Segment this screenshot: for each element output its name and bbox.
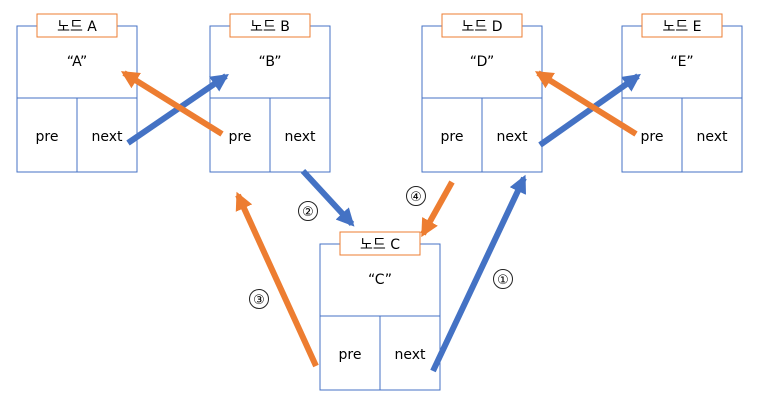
node-d-title: 노드 D — [462, 19, 503, 35]
step-label-1: ① — [497, 273, 509, 288]
node-c-title: 노드 C — [360, 237, 400, 253]
arrow-e-pre-to-d — [534, 70, 638, 137]
node-c-value: “C” — [368, 272, 392, 288]
node-b-value: “B” — [259, 54, 282, 70]
node-d-pre: pre — [441, 129, 464, 145]
arrow-d-pre-to-c — [420, 180, 455, 238]
arrow-c-next-to-d — [430, 174, 527, 373]
node-e-next: next — [696, 129, 728, 145]
step-marker-1: ① — [493, 269, 513, 289]
arrow-b-pre-to-a — [120, 70, 224, 137]
node-b-pre: pre — [229, 129, 252, 145]
step-label-2: ② — [302, 205, 314, 220]
node-b-next: next — [284, 129, 316, 145]
node-a: 노드 A “A” pre next — [16, 13, 138, 173]
node-e-pre: pre — [641, 129, 664, 145]
arrow-c-pre-to-b — [235, 191, 319, 368]
node-d-next: next — [496, 129, 528, 145]
node-e: 노드 E “E” pre next — [621, 13, 743, 173]
node-b-title-box — [229, 13, 311, 38]
node-d-value: “D” — [470, 54, 494, 70]
node-c-next: next — [394, 347, 426, 363]
node-d: 노드 D “D” pre next — [421, 13, 543, 173]
step-marker-3: ③ — [249, 289, 269, 309]
arrow-b-next-to-c — [300, 168, 355, 227]
node-b: 노드 B “B” pre next — [209, 13, 331, 173]
node-a-pre: pre — [36, 129, 59, 145]
node-e-value: “E” — [670, 54, 693, 70]
step-marker-4: ④ — [406, 186, 426, 206]
node-a-title-box — [36, 13, 118, 38]
node-a-title: 노드 A — [57, 19, 97, 35]
node-b-title: 노드 B — [250, 19, 290, 35]
step-label-4: ④ — [410, 190, 422, 205]
step-label-3: ③ — [253, 293, 265, 308]
step-marker-2: ② — [298, 201, 318, 221]
node-a-value: “A” — [67, 54, 88, 70]
node-c: 노드 C “C” pre next — [319, 231, 441, 391]
node-c-title-box — [339, 231, 421, 256]
arrow-d-next-to-e — [538, 73, 641, 148]
node-a-next: next — [91, 129, 123, 145]
node-c-pre: pre — [339, 347, 362, 363]
node-d-title-box — [441, 13, 523, 38]
node-e-title-box — [641, 13, 723, 38]
node-e-title: 노드 E — [662, 19, 701, 35]
